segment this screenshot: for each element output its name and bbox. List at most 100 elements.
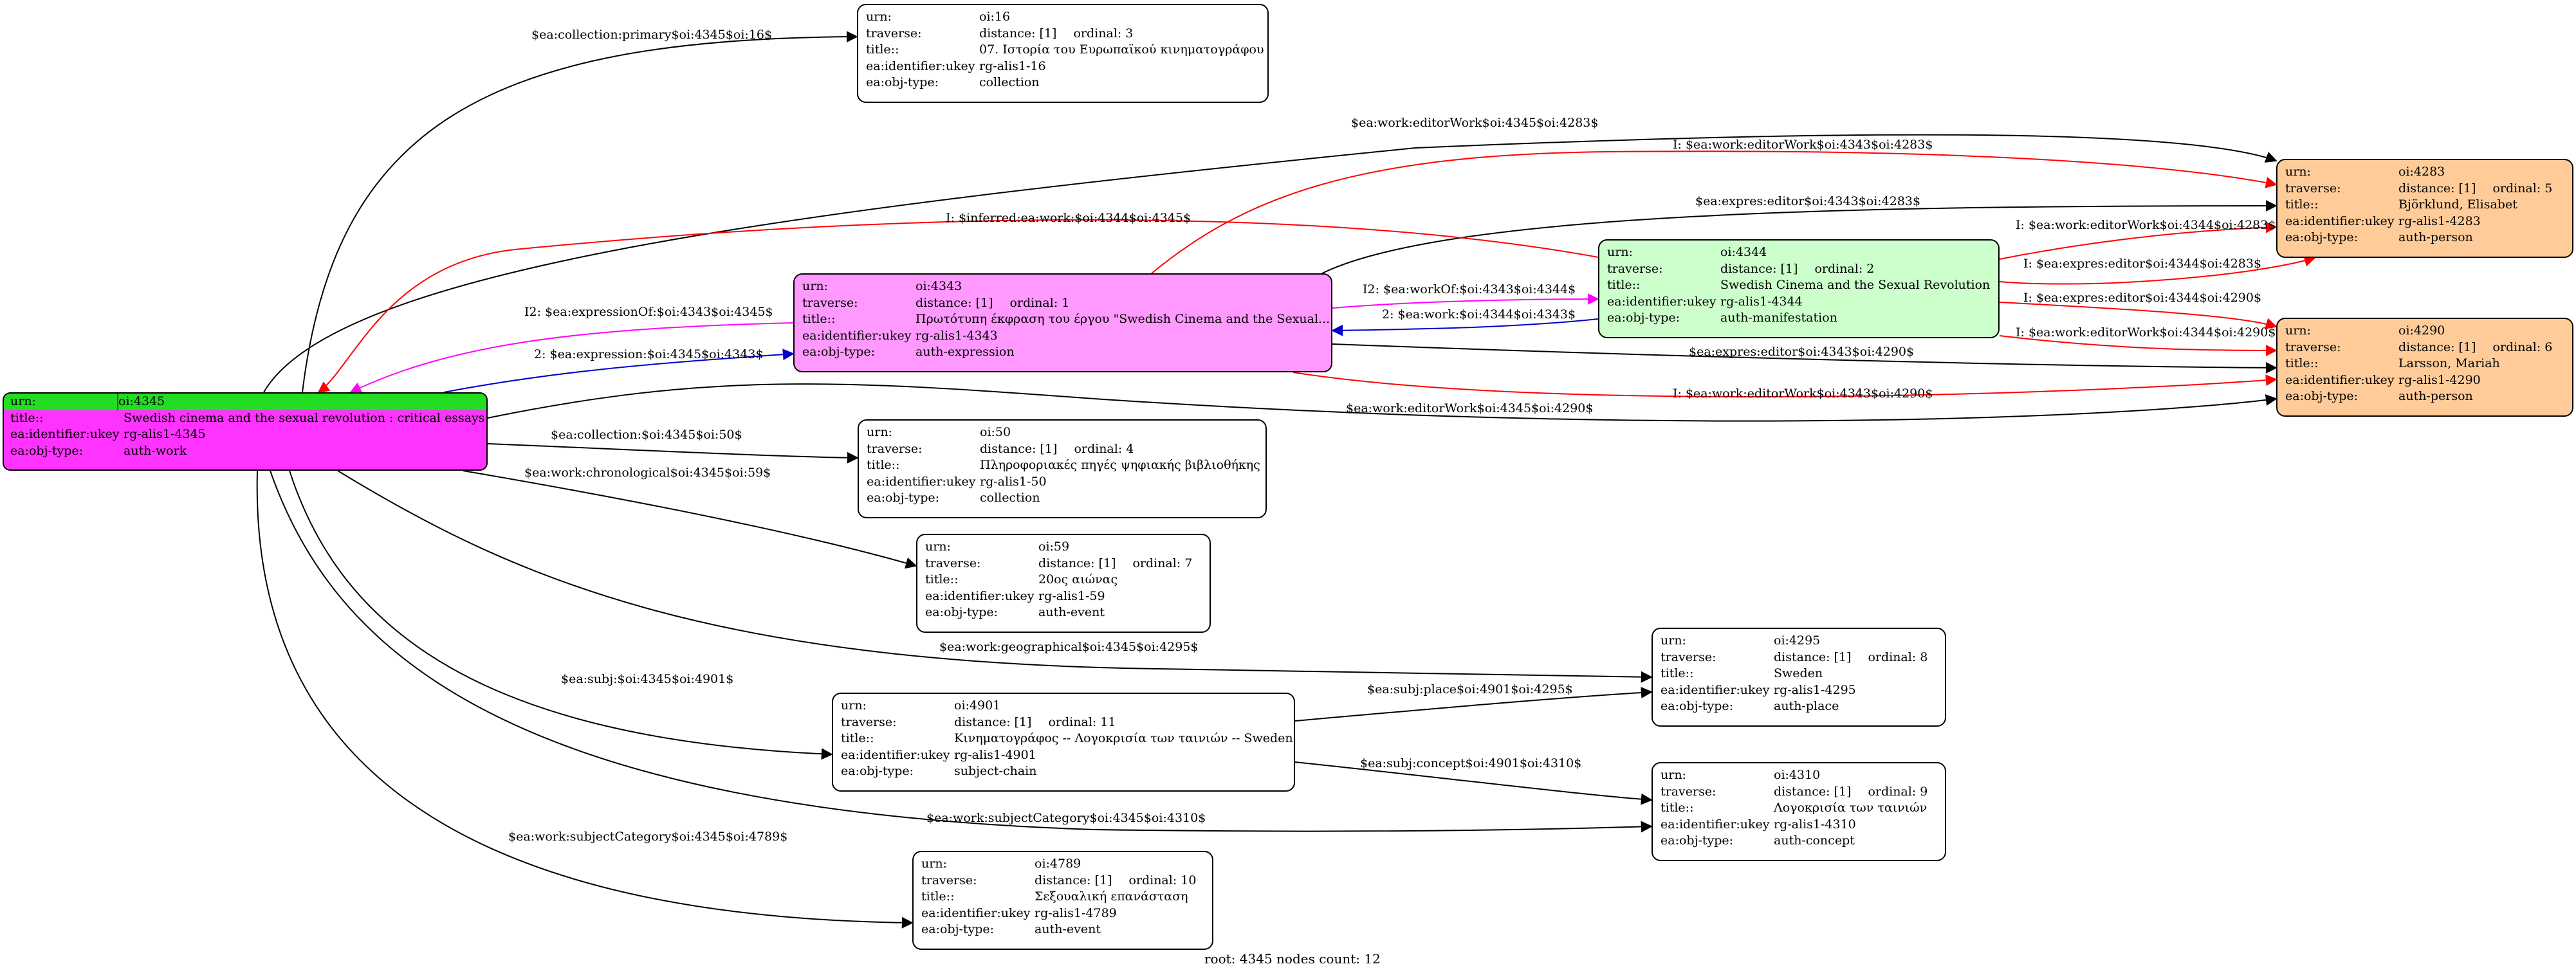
edge-label: I: $ea:work:editorWork$oi:4343$oi:4290$ xyxy=(1673,386,1933,401)
edge-e10 xyxy=(1331,318,1599,336)
edge-e18 xyxy=(463,470,917,569)
traverse-value-cell: distance: [1]ordinal: 2 xyxy=(1720,261,1874,278)
urn-value: oi:4310 xyxy=(1774,768,1821,782)
identifier-key: ea:identifier:ukey xyxy=(866,59,975,73)
objtype-row: ea:obj-type: subject-chain xyxy=(841,763,1286,780)
urn-key: urn: xyxy=(2285,323,2311,338)
urn-value: oi:59 xyxy=(1038,540,1070,554)
urn-key: urn: xyxy=(841,698,867,713)
identifier-value-cell: rg-alis1-4789 xyxy=(1035,905,1117,922)
identifier-value-cell: rg-alis1-4310 xyxy=(1774,817,1856,833)
edge-e22 xyxy=(1294,761,1653,805)
traverse-key: traverse: xyxy=(2285,340,2341,354)
urn-key: urn: xyxy=(1607,245,1633,259)
traverse-value-cell: distance: [1]ordinal: 7 xyxy=(1038,556,1192,572)
urn-key: urn: xyxy=(2285,165,2311,179)
urn-row: urn:oi:16 xyxy=(866,9,1260,26)
title-row: title::Björklund, Elisabet xyxy=(2285,197,2564,214)
edge-label: I: $ea:expres:editor$oi:4344$oi:4290$ xyxy=(2023,291,2261,305)
traverse-key: traverse: xyxy=(867,441,923,456)
edge-label: I: $inferred:ea:work:$oi:4344$oi:4345$ xyxy=(946,211,1191,225)
title-value-cell: Κινηματογράφος -- Λογοκρισία των ταινιών… xyxy=(954,731,1293,747)
distance-value: distance: [1] xyxy=(979,26,1057,41)
urn-value: oi:16 xyxy=(979,10,1011,24)
identifier-value: rg-alis1-16 xyxy=(979,59,1046,73)
edge-e12 xyxy=(1999,302,2277,329)
identifier-key: ea:identifier:ukey xyxy=(921,905,1031,920)
edge-e4 xyxy=(1321,200,2277,274)
edge-label: I: $ea:work:editorWork$oi:4343$oi:4283$ xyxy=(1673,138,1933,152)
objtype-value-cell: auth-event xyxy=(1038,605,1105,621)
urn-key: urn: xyxy=(802,279,828,293)
ordinal-value: ordinal: 5 xyxy=(2492,181,2553,196)
urn-value-cell: oi:4343 xyxy=(915,278,962,295)
edge-label: 2: $ea:work:$oi:4344$oi:4343$ xyxy=(1382,307,1576,322)
node-4345[interactable]: urn: oi:4345 title:: Swedish cinema and … xyxy=(3,392,488,471)
objtype-value: auth-person xyxy=(2398,230,2473,244)
objtype-key: ea:obj-type: xyxy=(1661,833,1734,848)
objtype-row: ea:obj-type:auth-place xyxy=(1661,698,1937,715)
objtype-value-cell: auth-person xyxy=(2398,230,2473,246)
graph-summary: root: 4345 nodes count: 12 xyxy=(1204,951,1381,967)
edge-e24 xyxy=(256,470,914,929)
edge-e5 xyxy=(317,219,1599,394)
traverse-row: traverse:distance: [1]ordinal: 6 xyxy=(2285,340,2564,356)
title-value: Πρωτότυπη έκφραση του έργου "Swedish Cin… xyxy=(915,312,1330,326)
objtype-value: collection xyxy=(980,491,1040,505)
objtype-value-cell: subject-chain xyxy=(954,763,1037,780)
title-value: Κινηματογράφος -- Λογοκρισία των ταινιών… xyxy=(954,731,1293,745)
identifier-value: rg-alis1-4283 xyxy=(2398,214,2481,228)
identifier-value: rg-alis1-50 xyxy=(980,474,1047,489)
objtype-row: ea:obj-type:auth-event xyxy=(925,605,1202,621)
edge-label: $ea:work:editorWork$oi:4345$oi:4283$ xyxy=(1351,116,1598,130)
identifier-key: ea:identifier:ukey xyxy=(867,474,976,489)
identifier-value: rg-alis1-4901 xyxy=(954,747,1036,762)
ordinal-value: ordinal: 9 xyxy=(1868,784,1928,799)
edge-label: $ea:subj:$oi:4345$oi:4901$ xyxy=(561,672,733,686)
objtype-value: auth-work xyxy=(124,443,187,458)
title-row: title::Sweden xyxy=(1661,666,1937,682)
edge-e11 xyxy=(443,349,795,393)
urn-value: oi:4295 xyxy=(1774,633,1821,648)
traverse-key: traverse: xyxy=(2285,181,2341,196)
edge-label: $ea:work:chronological$oi:4345$oi:59$ xyxy=(524,466,771,480)
traverse-row: traverse:distance: [1]ordinal: 4 xyxy=(867,441,1258,458)
objtype-value-cell: auth-manifestation xyxy=(1720,310,1837,327)
traverse-value-cell: distance: [1]ordinal: 5 xyxy=(2398,181,2552,197)
title-row: title::Λογοκρισία των ταινιών xyxy=(1661,800,1937,817)
identifier-key: ea:identifier:ukey xyxy=(1607,294,1716,309)
traverse-key: traverse: xyxy=(802,295,858,310)
urn-row: urn:oi:4283 xyxy=(2285,164,2564,181)
ordinal-value: ordinal: 11 xyxy=(1048,714,1116,729)
urn-value: oi:50 xyxy=(980,425,1011,439)
urn-row: urn:oi:4344 xyxy=(1607,244,1991,261)
urn-key: urn: xyxy=(921,857,947,871)
title-key: title:: xyxy=(925,572,959,587)
title-row: title::Larsson, Mariah xyxy=(2285,356,2564,372)
title-row: title::Πληροφοριακές πηγές ψηφιακής βιβλ… xyxy=(867,457,1260,474)
identifier-key: ea:identifier:ukey xyxy=(1661,817,1770,832)
objtype-key: ea:obj-type: xyxy=(841,764,914,778)
objtype-key: ea:obj-type: xyxy=(867,491,940,505)
identifier-value-cell: rg-alis1-4901 xyxy=(954,747,1036,764)
traverse-row: traverse:distance: [1]ordinal: 3 xyxy=(866,26,1260,42)
identifier-value-cell: rg-alis1-4283 xyxy=(2398,214,2481,230)
objtype-value: auth-place xyxy=(1774,699,1839,713)
title-row: title::Πρωτότυπη έκφραση του έργου "Swed… xyxy=(802,311,1330,328)
edge-e9 xyxy=(1332,293,1599,309)
title-row: title::Σεξουαλική επανάσταση xyxy=(921,889,1204,905)
